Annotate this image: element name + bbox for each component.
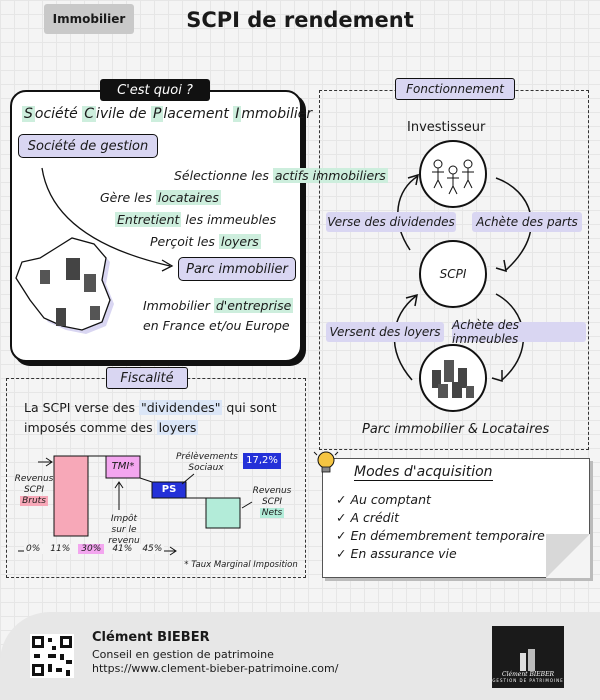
people-icon: [432, 159, 474, 195]
qr-code-icon[interactable]: [30, 634, 74, 678]
prelevements-label: Prélèvements Sociaux: [176, 452, 238, 473]
cest-quoi-drawing: [15, 167, 174, 334]
flow-arrow: [41, 167, 171, 267]
france-map: [15, 237, 111, 331]
arrow: [241, 501, 253, 509]
immobilier-entreprise: Immobilier d'entreprise: [143, 298, 294, 313]
investisseur-label: Investisseur: [407, 120, 486, 135]
fiscalite-text-1: La SCPI verse des "dividendes" qui sont: [24, 400, 277, 415]
note-fold: [546, 534, 590, 578]
arrow-head: [405, 293, 418, 307]
investisseur-circle: [419, 140, 487, 208]
achete-immeubles-label: Achète des immeubles: [452, 318, 586, 346]
building-icon: [90, 306, 100, 320]
ps-rate-badge: 17,2%: [243, 453, 281, 469]
mode-item: ✓ En démembrement temporaire: [336, 528, 545, 543]
immobilier-zone: en France et/ou Europe: [143, 318, 290, 333]
website-link[interactable]: https://www.clement-bieber-patrimoine.co…: [92, 662, 339, 675]
connector: [139, 477, 153, 483]
buildings-icon: [432, 360, 474, 398]
modes-panel: [322, 458, 590, 578]
arrow-head: [495, 259, 507, 273]
fonctionnement-label: Fonctionnement: [395, 78, 515, 100]
page-title: SCPI de rendement: [186, 8, 414, 32]
arrow-verse-dividendes: [397, 175, 419, 251]
fiscalite-label: Fiscalité: [106, 367, 188, 389]
ps-label: PS: [161, 484, 177, 495]
tmi-label: TMI*: [111, 461, 135, 472]
task-line: Entretient les immeubles: [115, 212, 277, 227]
revenus-nets-bar: [205, 497, 241, 529]
author-name: Clément BIEBER: [92, 630, 210, 645]
tmi-bar: [105, 455, 141, 479]
mode-item: ✓ En assurance vie: [336, 546, 457, 561]
arrow: [181, 473, 195, 485]
versent-loyers-label: Versent des loyers: [326, 322, 444, 342]
revenus-bruts-bar: [53, 455, 89, 537]
parc-circle: [419, 344, 487, 412]
tmi-footnote: * Taux Marginal Imposition: [184, 560, 298, 570]
tmi-scale: 0% 11% 30% 41% 45%: [24, 544, 165, 554]
task-line: Gère les locataires: [100, 190, 221, 205]
arrow-head: [407, 173, 419, 186]
lightbulb-icon: [313, 451, 339, 473]
modes-title: Modes d'acquisition: [354, 464, 493, 481]
building-icon: [40, 270, 50, 284]
author-role: Conseil en gestion de patrimoine: [92, 648, 274, 661]
building-icon: [56, 308, 66, 326]
societe-gestion-label: Société de gestion: [18, 134, 158, 158]
task-line: Sélectionne les actifs immobiliers: [174, 168, 388, 183]
verse-dividendes-label: Verse des dividendes: [326, 212, 456, 232]
mode-item: ✓ A crédit: [336, 510, 399, 525]
building-icon: [66, 258, 80, 280]
cest-quoi-label: C'est quoi ?: [100, 79, 210, 101]
arrow-head: [161, 259, 174, 272]
fiscalite-text-2: imposés comme des loyers: [24, 420, 199, 435]
scpi-circle: SCPI: [419, 240, 487, 308]
fiscalite-diagram: [18, 455, 253, 556]
revenus-bruts-label: Revenus SCPI Bruts: [14, 474, 54, 507]
mode-item: ✓ Au comptant: [336, 492, 431, 507]
building-icon: [84, 274, 96, 292]
parc-locataires-label: Parc immobilier & Locataires: [362, 422, 550, 437]
impot-label: Impôt sur le revenu: [108, 514, 140, 546]
ps-bar: [151, 481, 187, 499]
task-line: Perçoit les loyers: [150, 234, 261, 249]
parc-immobilier-label: Parc immobilier: [178, 257, 296, 281]
brand-logo: Clément BIEBER GESTION DE PATRIMOINE: [492, 626, 564, 688]
achete-parts-label: Achète des parts: [472, 212, 582, 232]
revenus-nets-label: Revenus SCPI Nets: [252, 486, 292, 519]
category-tag: Immobilier: [44, 4, 134, 34]
arrow-head: [491, 370, 503, 383]
building-logo-icon: [520, 649, 535, 671]
